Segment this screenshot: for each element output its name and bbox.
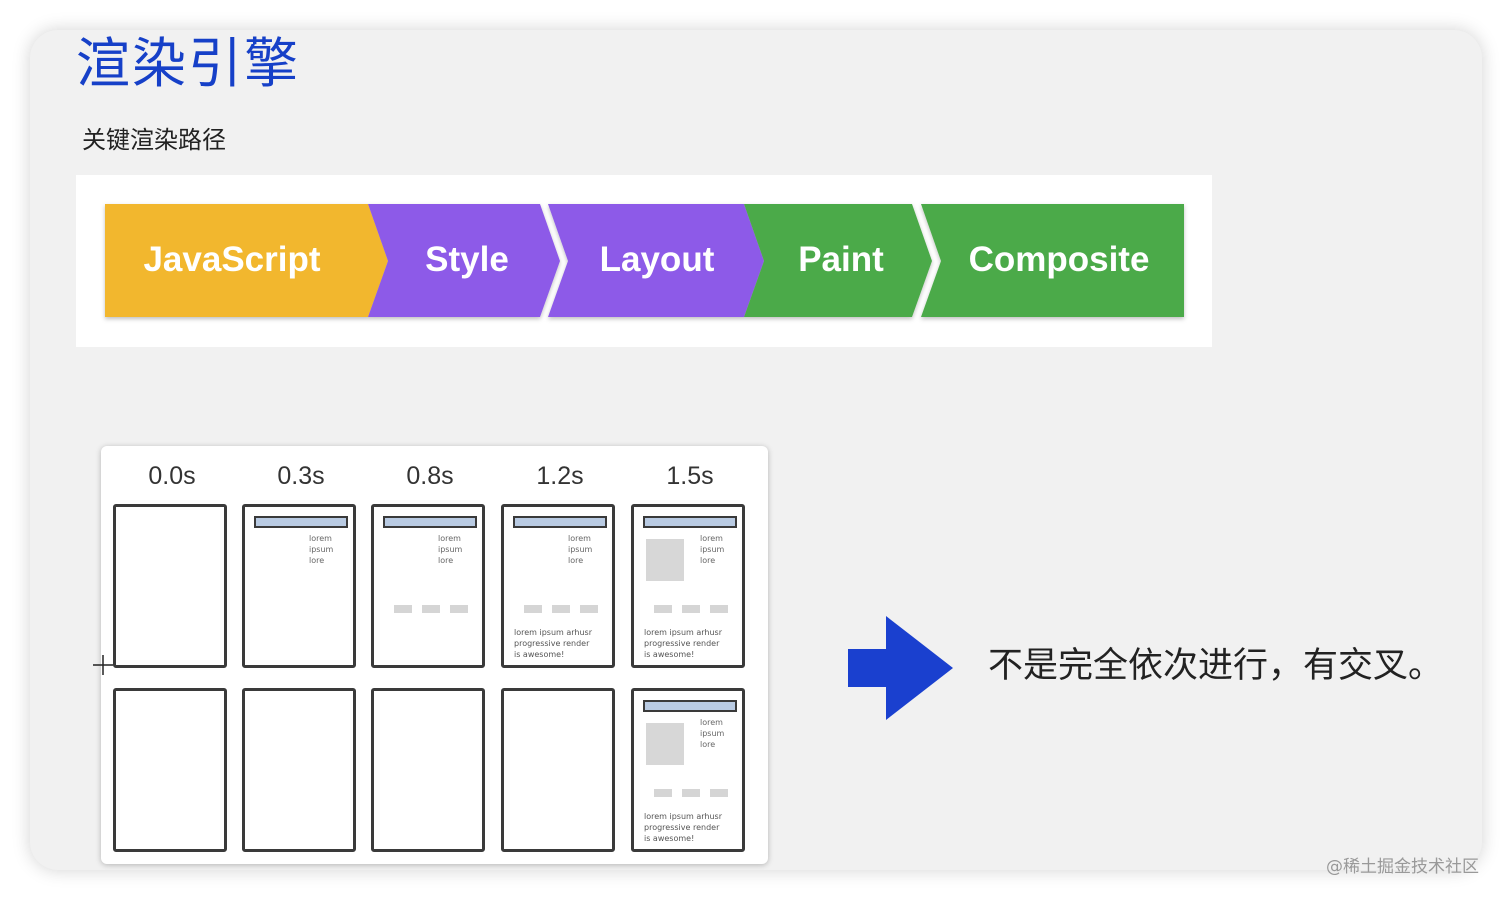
time-label: 1.5s: [666, 462, 714, 490]
placeholder-dash: [682, 605, 700, 613]
time-label: 0.3s: [277, 462, 325, 490]
right-arrow-icon: [848, 616, 953, 720]
placeholder-dash: [394, 605, 412, 613]
pipeline-stage-style: [368, 204, 560, 317]
time-label: 1.2s: [536, 462, 584, 490]
slide: 渲染引擎 关键渲染路径 JavaScript Style Layout Pain…: [30, 30, 1482, 870]
time-label: 0.0s: [148, 462, 196, 490]
pipeline-label-composite: Composite: [969, 240, 1150, 279]
crosshair-cursor-icon: [93, 655, 113, 675]
pipeline-stage-javascript: [105, 204, 388, 317]
pipeline-stage-paint: [744, 204, 932, 317]
header-bar: [254, 516, 348, 528]
pipeline-label-style: Style: [425, 240, 509, 279]
placeholder-dash: [654, 605, 672, 613]
image-placeholder: [646, 539, 684, 581]
placeholder-dash: [552, 605, 570, 613]
placeholder-dash: [450, 605, 468, 613]
image-placeholder: [646, 723, 684, 765]
pipeline-stage-layout: [548, 204, 764, 317]
frame-empty: [113, 504, 227, 668]
slide-title: 渲染引擎: [76, 32, 300, 95]
watermark: @稀土掘金技术社区: [1326, 857, 1479, 877]
placeholder-dash: [654, 789, 672, 797]
pipeline-stage-composite: [921, 204, 1184, 317]
placeholder-dash: [710, 789, 728, 797]
header-bar: [513, 516, 607, 528]
placeholder-dash: [524, 605, 542, 613]
note-text: 不是完全依次进行，有交叉。: [988, 646, 1444, 686]
header-bar: [643, 516, 737, 528]
frame-empty: [371, 688, 485, 852]
pipeline-label-javascript: JavaScript: [143, 240, 320, 279]
frame-empty: [113, 688, 227, 852]
placeholder-dash: [682, 789, 700, 797]
placeholder-dash: [580, 605, 598, 613]
frame-empty: [501, 688, 615, 852]
pipeline-svg: JavaScript Style Layout Paint Composite: [105, 204, 1184, 317]
frame-empty: [242, 688, 356, 852]
pipeline-label-paint: Paint: [798, 240, 884, 279]
slide-subtitle: 关键渲染路径: [82, 126, 226, 154]
header-bar: [643, 700, 737, 712]
placeholder-dash: [710, 605, 728, 613]
header-bar: [383, 516, 477, 528]
pipeline-label-layout: Layout: [600, 240, 715, 279]
time-label: 0.8s: [406, 462, 454, 490]
pipeline-diagram: JavaScript Style Layout Paint Composite: [76, 175, 1212, 347]
placeholder-dash: [422, 605, 440, 613]
